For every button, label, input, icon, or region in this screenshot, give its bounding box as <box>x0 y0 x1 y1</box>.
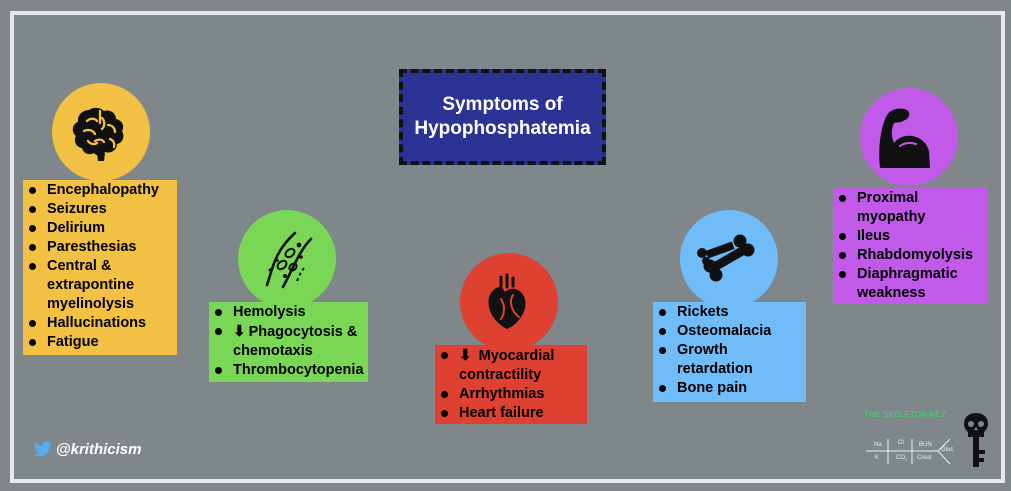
muscle-symptom-box: Proximal myopathy Ileus Rhabdomyolysis D… <box>833 188 987 304</box>
blood-vessel-icon <box>265 231 313 289</box>
logo-title: THE SKELETON KEY <box>864 410 947 419</box>
skeleton-key-logo: THE SKELETON KEY Na Cl BUN Gluc K CO2 Cr… <box>864 410 999 470</box>
muscle-item-4: Diaphragmatic weakness <box>835 265 967 303</box>
blood-item-2-text: Phagocytosis & chemotaxis <box>233 324 358 359</box>
cardiac-item-1: ⬇ Myocardial contractility <box>437 346 584 385</box>
bone-item-3: Growth retardation <box>655 341 757 379</box>
logo-cell-co-text: CO <box>896 455 905 461</box>
bone-icon-circle <box>680 210 778 308</box>
neuro-item-4: Paresthesias <box>25 238 173 257</box>
logo-cell-creat: Creat <box>917 455 932 461</box>
neuro-item-2: Seizures <box>25 200 173 219</box>
blood-item-2: ⬇Phagocytosis & chemotaxis <box>211 322 365 361</box>
muscle-icon-circle <box>860 88 958 186</box>
skull-key-icon <box>964 413 988 467</box>
cardiac-icon-circle <box>460 253 558 351</box>
bone-symptom-box: Rickets Osteomalacia Growth retardation … <box>653 302 806 402</box>
bones-icon <box>697 234 755 282</box>
muscle-item-3: Rhabdomyolysis <box>835 246 985 265</box>
bone-item-2: Osteomalacia <box>655 322 803 341</box>
blood-symptom-box: Hemolysis ⬇Phagocytosis & chemotaxis Thr… <box>209 302 368 382</box>
brain-icon <box>72 107 124 161</box>
bone-item-4: Bone pain <box>655 379 803 398</box>
neuro-item-7: Fatigue <box>25 333 173 352</box>
blood-item-1: Hemolysis <box>211 303 365 322</box>
blood-icon-circle <box>238 210 336 308</box>
muscle-item-1: Proximal myopathy <box>835 189 947 227</box>
lab-grid-icon <box>866 438 951 465</box>
heart-icon <box>488 273 526 329</box>
logo-cell-na: Na <box>874 442 882 448</box>
cardiac-item-3: Heart failure <box>437 404 584 423</box>
logo-cell-gluc: Gluc <box>941 447 954 453</box>
neuro-item-1: Encephalopathy <box>25 181 173 200</box>
decrease-arrow-icon: ⬇ <box>459 347 472 364</box>
twitter-bird-icon <box>33 441 53 457</box>
neuro-icon-circle <box>52 83 150 181</box>
cardiac-item-1-text: Myocardial contractility <box>459 348 555 383</box>
title-box: Symptoms of Hypophosphatemia <box>399 69 606 165</box>
logo-cell-k: K <box>875 455 880 461</box>
title-line-2: Hypophosphatemia <box>414 118 591 139</box>
logo-cell-co: CO2 <box>896 455 908 463</box>
logo-cell-bun: BUN <box>919 442 932 448</box>
decrease-arrow-icon: ⬇ <box>233 323 246 340</box>
muscle-item-2: Ileus <box>835 227 985 246</box>
blood-item-3: Thrombocytopenia <box>211 361 365 380</box>
neuro-symptom-box: Encephalopathy Seizures Delirium Paresth… <box>23 180 177 355</box>
title-line-1: Symptoms of <box>442 94 563 115</box>
neuro-item-6: Hallucinations <box>25 314 173 333</box>
neuro-item-3: Delirium <box>25 219 173 238</box>
cardiac-symptom-box: ⬇ Myocardial contractility Arrhythmias H… <box>435 345 587 424</box>
cardiac-item-2: Arrhythmias <box>437 385 584 404</box>
neuro-item-5: Central & extrapontine myelinolysis <box>25 257 139 314</box>
logo-cell-cl: Cl <box>898 440 904 446</box>
twitter-credit[interactable]: @krithicism <box>33 441 142 458</box>
bone-item-1: Rickets <box>655 303 803 322</box>
twitter-handle: @krithicism <box>56 441 142 458</box>
flexed-arm-icon <box>879 108 930 168</box>
